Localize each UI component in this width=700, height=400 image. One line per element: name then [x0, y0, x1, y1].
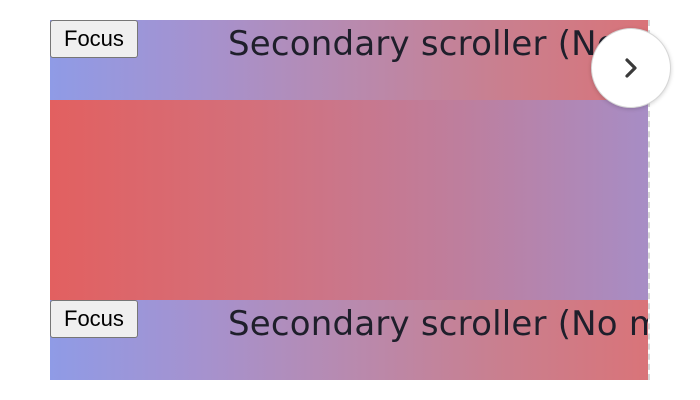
horizontal-scroller[interactable]: Focus Secondary scroller (No more) Focus… — [50, 20, 650, 380]
scroll-next-button[interactable] — [591, 28, 671, 108]
secondary-scroller-row: Focus Secondary scroller (No more) — [50, 300, 648, 380]
gradient-panel — [50, 100, 648, 300]
focus-button[interactable]: Focus — [50, 20, 138, 58]
row-title: Secondary scroller (No more) — [228, 24, 648, 64]
row-title: Secondary scroller (No more) — [228, 304, 648, 344]
secondary-scroller-row: Focus Secondary scroller (No more) — [50, 20, 648, 100]
focus-button[interactable]: Focus — [50, 300, 138, 338]
chevron-right-icon — [625, 58, 637, 78]
